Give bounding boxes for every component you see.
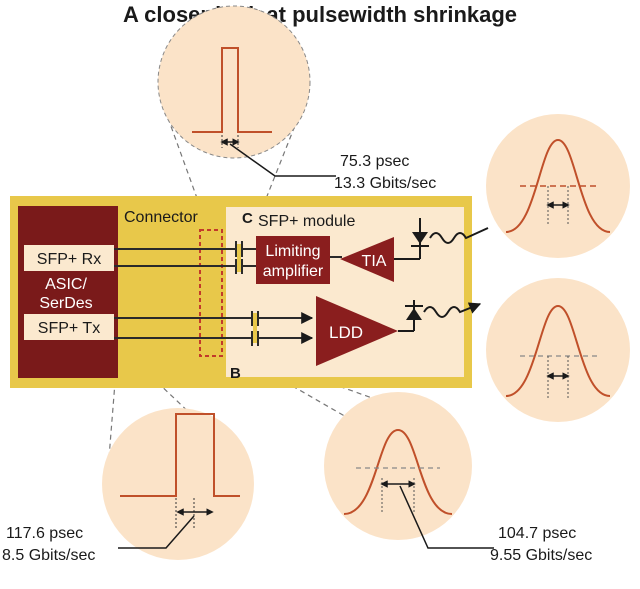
asic-name-line2: SerDes (39, 295, 92, 312)
ldd-triangle (316, 296, 398, 366)
capacitor-gaps (237, 244, 257, 343)
tia-label: TIA (362, 253, 387, 270)
sfp-rx-label: SFP+ Rx (37, 251, 101, 268)
connector-box (199, 229, 223, 357)
coupling-capacitors (235, 241, 259, 346)
limiting-amplifier-line2: amplifier (263, 263, 324, 280)
bottom-left-rate-label: 8.5 Gbits/sec (2, 547, 95, 564)
bottom-right-rate-label: 9.55 Gbits/sec (490, 547, 592, 564)
asic-name-line1: ASIC/ (45, 276, 87, 293)
connector-label: Connector (124, 209, 198, 226)
top-rate-label: 13.3 Gbits/sec (334, 175, 436, 192)
sfp-rx-box (24, 245, 114, 271)
rx-output-pulse-circle (486, 114, 630, 258)
bottom-center-pulse-circle (324, 392, 472, 540)
point-b-label: B (230, 365, 241, 382)
laser-diode-icon (398, 300, 423, 332)
bottom-left-callout-line (118, 515, 195, 549)
bottom-right-time-label: 104.7 psec (498, 525, 576, 542)
tx-optical-wave (423, 302, 482, 318)
ldd-label: LDD (329, 323, 363, 342)
point-c-label: C (242, 210, 253, 227)
tia-triangle (340, 237, 394, 282)
top-pulse-circle (157, 5, 311, 159)
sfp-module-label: SFP+ module (258, 213, 355, 230)
top-time-label: 75.3 psec (340, 153, 409, 170)
asic-block (18, 206, 118, 378)
bottom-left-time-label: 117.6 psec (6, 525, 83, 542)
rx-optical-wave (429, 227, 489, 244)
limiting-amplifier-line1: Limiting (265, 243, 320, 260)
signal-traces (114, 248, 342, 344)
bottom-left-pulse-circle (102, 408, 254, 560)
photodiode-icon (394, 218, 429, 260)
sfp-tx-label: SFP+ Tx (38, 320, 100, 337)
sfp-tx-box (24, 314, 114, 340)
bottom-center-callout-line (399, 485, 494, 549)
limiting-amplifier-block (256, 236, 330, 284)
top-callout-line (229, 143, 336, 177)
tx-output-pulse-circle (486, 278, 630, 422)
